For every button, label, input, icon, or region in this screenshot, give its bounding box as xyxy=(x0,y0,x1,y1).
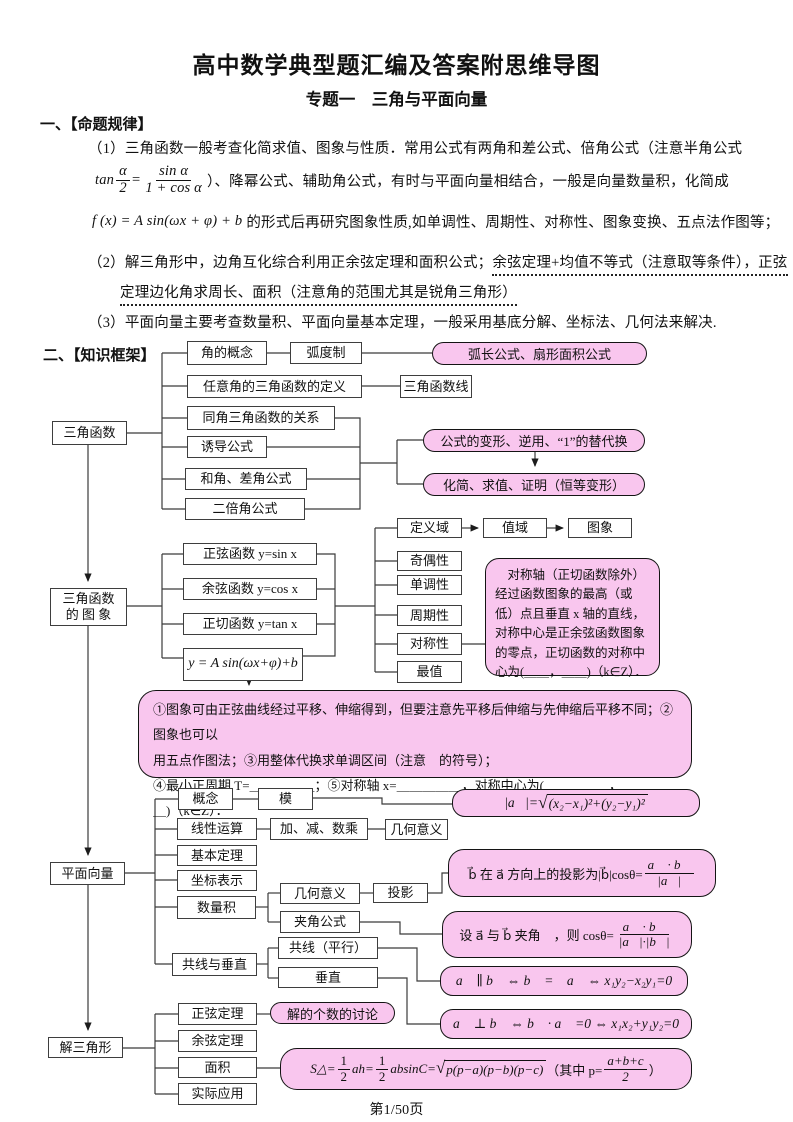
page-number: 第1/50页 xyxy=(369,1103,424,1118)
node-trig-line: 三角函数线 xyxy=(400,375,472,398)
node-collinear: 共线（平行） xyxy=(278,937,378,959)
rule2-line2: 定理边化角求周长、面积（注意角的范围尤其是锐角三角形） xyxy=(120,281,517,306)
note-symmetry-axis: 对称轴（正切函数除外）经过函数图象的最高（或低）点且垂直 x 轴的直线，对称中心… xyxy=(485,558,660,679)
node-extremum: 最值 xyxy=(397,661,462,683)
rule3-line: （3）平面向量主要考查数量积、平面向量基本定理，一般采用基底分解、坐标法、几何法… xyxy=(88,315,717,331)
node-tan-fn: 正切函数 y=tan x xyxy=(183,613,317,635)
node-geo-meaning-1: 几何意义 xyxy=(385,819,448,840)
node-angle-formula: 夹角公式 xyxy=(280,911,360,933)
pill-arc-formula: 弧长公式、扇形面积公式 xyxy=(432,342,647,365)
tan-equals: = xyxy=(131,171,141,188)
note-graph-transform: ①图象可由正弦曲线经过平移、伸缩得到，但要注意先平移后伸缩与先伸缩后平移不同；②… xyxy=(138,690,692,818)
node-concept: 概念 xyxy=(178,788,233,810)
node-trig-graph: 三角函数 的 图 象 xyxy=(50,588,127,626)
node-sin-fn: 正弦函数 y=sin x xyxy=(183,543,317,565)
formula-mod: |a⃗|= √(x₂−x₁)²+(y₂−y₁)² xyxy=(452,789,700,817)
node-angle-concept: 角的概念 xyxy=(187,341,267,365)
fx-formula: f (x) = A sin(ωx + φ) + b xyxy=(92,213,243,229)
node-radian: 弧度制 xyxy=(290,342,362,364)
node-cos-fn: 余弦函数 y=cos x xyxy=(183,578,317,600)
node-dot-product: 数量积 xyxy=(177,896,256,919)
formula-perpendicular: a⃗ ⊥ b⃗ ⇔ b⃗ · a⃗ =0 ⇔ x₁x₂+y₁y₂=0 xyxy=(440,1009,692,1039)
node-basic-thm: 基本定理 xyxy=(177,845,257,866)
node-same-angle: 同角三角函数的关系 xyxy=(187,406,335,430)
node-graph: 图象 xyxy=(568,518,632,538)
node-linear-op: 线性运算 xyxy=(177,818,257,840)
node-domain: 定义域 xyxy=(397,518,462,538)
node-vector: 平面向量 xyxy=(50,862,125,885)
node-cosine-thm: 余弦定理 xyxy=(178,1030,257,1052)
node-any-angle-def: 任意角的三角函数的定义 xyxy=(187,375,362,398)
node-induction: 诱导公式 xyxy=(187,436,267,458)
node-area: 面积 xyxy=(178,1057,257,1078)
node-projection: 投影 xyxy=(373,883,428,903)
node-triangle: 解三角形 xyxy=(48,1037,123,1058)
node-range: 值域 xyxy=(483,518,547,538)
node-vertical: 垂直 xyxy=(278,967,378,988)
node-geo-meaning-2: 几何意义 xyxy=(280,883,360,904)
page-title: 高中数学典型题汇编及答案附思维导图 xyxy=(192,52,601,78)
section1-heading: 一、【命题规律】 xyxy=(40,116,153,133)
node-sine-thm: 正弦定理 xyxy=(178,1003,257,1025)
rule2-line1: （2）解三角形中，边角互化综合利用正余弦定理和面积公式；余弦定理+均值不等式（注… xyxy=(88,251,788,276)
node-collinear-vert: 共线与垂直 xyxy=(172,953,257,976)
tan-fraction-2: sin α 1 + cos α xyxy=(145,163,202,196)
rule1-line2: ）、降幂公式、辅助角公式，有时与平面向量相结合，一般是向量数量积，化简成 xyxy=(207,173,729,190)
node-practical: 实际应用 xyxy=(178,1083,257,1105)
node-asin-formula: y = A sin(ωx+φ)+b xyxy=(183,648,303,681)
node-period: 周期性 xyxy=(397,605,462,626)
section2-heading: 二、【知识框架】 xyxy=(43,347,156,364)
node-trig: 三角函数 xyxy=(52,421,127,445)
formula-parallel: a⃗ ∥ b⃗ ⇔ b⃗ = a⃗ ⇔ x₁y₂−x₂y₁=0 xyxy=(440,966,688,996)
rule1-line1: （1）三角函数一般考查化简求值、图象与性质．常用公式有两角和差公式、倍角公式（注… xyxy=(88,141,743,157)
node-mod: 模 xyxy=(258,788,313,810)
node-symmetry: 对称性 xyxy=(397,633,462,655)
tan-fraction-1: α 2 xyxy=(116,163,130,197)
node-double-angle: 二倍角公式 xyxy=(185,498,305,520)
page-subtitle: 专题一 三角与平面向量 xyxy=(305,91,488,109)
rule1-formula-line: tan α 2 = sin α 1 + cos α ）、降幂公式、辅助角公式，有… xyxy=(95,163,729,197)
node-coord: 坐标表示 xyxy=(177,870,257,891)
rule2-emphasis-1: 余弦定理+均值不等式（注意取等条件），正弦 xyxy=(492,255,788,276)
node-sum-diff: 和角、差角公式 xyxy=(185,468,307,490)
pill-formula-transform: 公式的变形、逆用、“1”的替代换 xyxy=(423,429,645,452)
formula-cos-angle: 设 a⃗ 与 b⃗ 夹角 ，则 cosθ= a⃗ · b⃗|a⃗|·|b⃗| xyxy=(442,911,692,958)
pill-simplify-evaluate: 化简、求值、证明（恒等变形） xyxy=(423,473,645,496)
rule2-emphasis-2: 定理边化角求周长、面积（注意角的范围尤其是锐角三角形） xyxy=(120,285,517,306)
pill-solution-count: 解的个数的讨论 xyxy=(270,1002,395,1024)
node-parity: 奇偶性 xyxy=(397,551,462,571)
rule1-line3: f (x) = A sin(ωx + φ) + b 的形式后再研究图象性质,如单… xyxy=(92,213,780,231)
node-monotony: 单调性 xyxy=(397,575,462,595)
formula-projection: b⃗ 在 a⃗ 方向上的投影为|b⃗|cosθ= a⃗ · b⃗|a⃗| xyxy=(448,849,716,897)
tan-label: tan xyxy=(95,171,115,188)
node-add-sub: 加、减、数乘 xyxy=(270,818,368,840)
